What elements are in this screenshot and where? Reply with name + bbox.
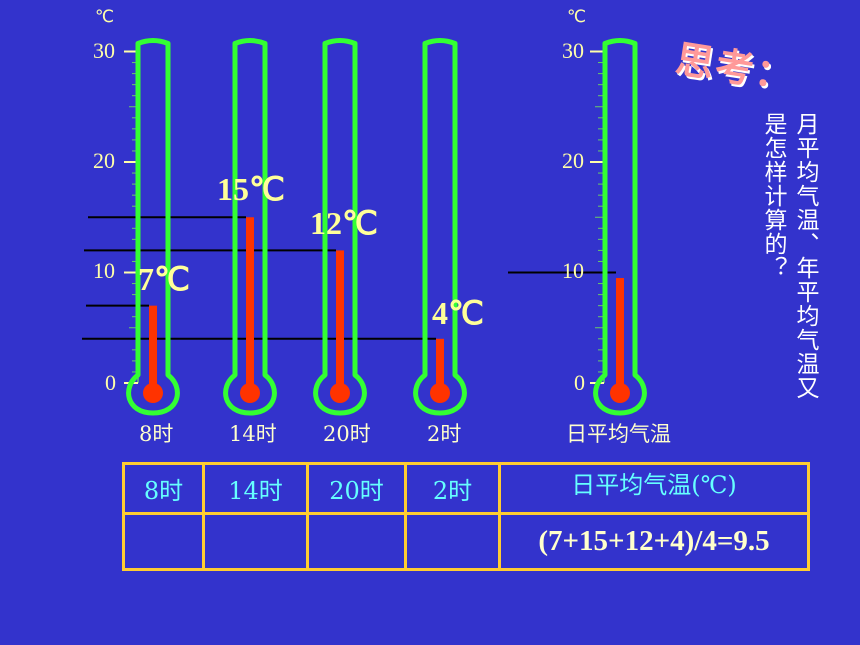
average-thermometer-bulb <box>610 383 630 403</box>
table-value-row: (7+15+12+4)/4=9.5 <box>122 512 810 571</box>
tick-label-10-right: 10 <box>562 258 584 283</box>
average-table: 8时 14时 20时 2时 日平均气温(℃) (7+15+12+4)/4=9.5 <box>122 462 810 571</box>
table-header-2h: 2时 <box>404 462 501 515</box>
reading-label-14h: 15℃ <box>217 171 285 207</box>
tick-label-20-right: 20 <box>562 148 584 173</box>
unit-label-right: ℃ <box>567 7 587 27</box>
reading-label-20h: 12℃ <box>310 205 378 241</box>
table-cell-14h <box>202 512 309 571</box>
reading-label-8h: 7℃ <box>138 261 190 297</box>
thermometer-2-mercury-column <box>336 250 344 393</box>
table-header-row: 8时 14时 20时 2时 日平均气温(℃) <box>122 462 810 515</box>
question-text: 月平均气温、年平均气温又是怎样计算的？ <box>760 112 818 400</box>
thermometer-0-mercury-column <box>149 305 157 393</box>
table-header-average: 日平均气温(℃) <box>498 462 810 515</box>
table-cell-8h <box>122 512 205 571</box>
thermometer-3-bulb <box>430 383 450 403</box>
tick-label-30-right: 30 <box>562 38 584 63</box>
tick-label-30: 30 <box>93 38 115 63</box>
table-cell-20h <box>306 512 407 571</box>
scale-right <box>590 50 605 384</box>
table-cell-formula: (7+15+12+4)/4=9.5 <box>498 512 810 571</box>
thermometer-1-bulb <box>240 383 260 403</box>
table-header-20h: 20时 <box>306 462 407 515</box>
table-header-8h: 8时 <box>122 462 205 515</box>
thermometer-0-bulb <box>143 383 163 403</box>
thermometer-1-mercury-column <box>246 217 254 393</box>
thermometer-tubes <box>126 38 647 416</box>
thermometer-3-mercury-column <box>436 338 444 393</box>
tick-label-0: 0 <box>105 370 116 395</box>
average-thermometer-tube <box>593 38 647 416</box>
thermometer-0-tube <box>126 38 180 416</box>
table-cell-2h <box>404 512 501 571</box>
time-label-14h: 14时 <box>229 422 277 446</box>
thermometer-3-tube <box>413 38 467 416</box>
thermometer-1-tube <box>223 38 277 416</box>
table-header-14h: 14时 <box>202 462 309 515</box>
time-label-2h: 2时 <box>427 422 462 446</box>
average-thermometer-mercury-column <box>616 278 624 393</box>
thermometer-2-tube <box>313 38 367 416</box>
tick-label-20: 20 <box>93 148 115 173</box>
tick-label-0-right: 0 <box>574 370 585 395</box>
reading-label-2h: 4℃ <box>432 295 484 331</box>
average-label: 日平均气温 <box>566 422 671 446</box>
time-label-20h: 20时 <box>323 422 371 446</box>
thermometer-2-bulb <box>330 383 350 403</box>
unit-label-left: ℃ <box>95 7 115 27</box>
time-label-8h: 8时 <box>139 422 174 446</box>
tick-label-10: 10 <box>93 258 115 283</box>
